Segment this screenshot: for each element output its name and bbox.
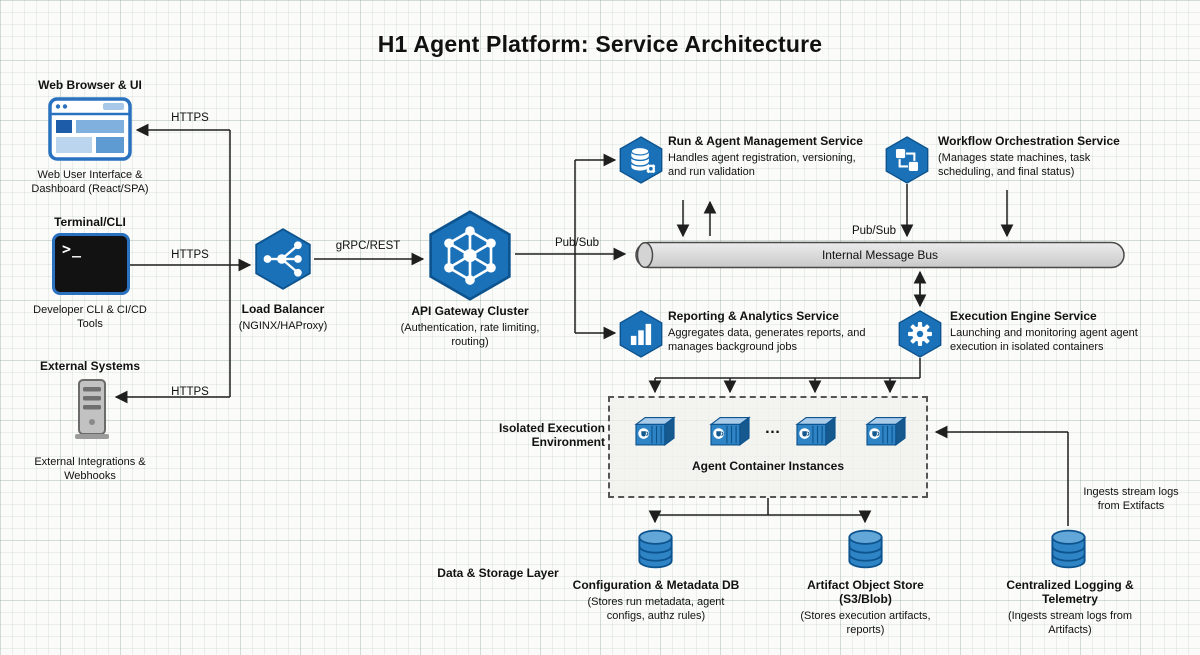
central-logging-icon (1051, 529, 1086, 569)
load-balancer-label: Load Balancer (NGINX/HAProxy) (213, 302, 353, 333)
run-agent-service-label: Run & Agent Management Service Handles a… (668, 134, 888, 180)
isolated-execution-label: Isolated Execution Environment (498, 421, 605, 450)
workflow-service-desc: (Manages state machines, task scheduling… (938, 151, 1091, 179)
run-agent-service-icon (619, 136, 663, 184)
run-agent-service-desc: Handles agent registration, versioning, … (668, 151, 856, 179)
workflow-service-name: Workflow Orchestration Service (938, 134, 1120, 148)
run-agent-service-name: Run & Agent Management Service (668, 134, 863, 148)
edge-label-grpc-rest: gRPC/REST (335, 240, 401, 252)
config-db-name: Configuration & Metadata DB (572, 578, 740, 592)
edge-label-https-web: HTTPS (171, 112, 209, 124)
reporting-service-name: Reporting & Analytics Service (668, 309, 839, 323)
container-icon (795, 416, 837, 447)
terminal-prompt: >_ (62, 240, 83, 258)
message-bus-cylinder (635, 241, 1125, 269)
ingest-logs-note: Ingests stream logs from Extifacts (1083, 486, 1179, 512)
server-icon (75, 379, 109, 439)
execution-engine-desc: Launching and monitoring agent agent exe… (950, 326, 1138, 354)
terminal-label: Terminal/CLI (54, 215, 126, 229)
message-bus-label: Internal Message Bus (821, 248, 939, 262)
edge-label-https-cli: HTTPS (171, 249, 209, 261)
api-gateway-icon (429, 210, 511, 301)
workflow-service-label: Workflow Orchestration Service (Manages … (938, 134, 1160, 180)
load-balancer-sub: (NGINX/HAProxy) (238, 319, 328, 332)
load-balancer-name: Load Balancer (241, 302, 325, 316)
external-systems-caption: External Integrations & Webhooks (34, 456, 146, 482)
edge-label-pubsub-gateway: Pub/Sub (554, 237, 600, 249)
terminal-caption: Developer CLI & CI/CD Tools (33, 304, 147, 330)
reporting-service-desc: Aggregates data, generates reports, and … (668, 326, 866, 354)
container-ellipsis: … (764, 420, 782, 437)
config-db-label: Configuration & Metadata DB (Stores run … (570, 578, 742, 624)
load-balancer-icon (255, 228, 311, 290)
isolated-execution-box (608, 396, 928, 498)
edge-label-https-ext: HTTPS (171, 386, 209, 398)
container-icon (865, 416, 907, 447)
browser-icon (48, 97, 132, 161)
artifact-store-desc: (Stores execution artifacts, reports) (800, 609, 931, 637)
diagram-title: H1 Agent Platform: Service Architecture (377, 31, 823, 58)
reporting-service-label: Reporting & Analytics Service Aggregates… (668, 309, 878, 355)
central-logging-name: Centralized Logging & Telemetry (1006, 578, 1134, 606)
reporting-service-icon (619, 310, 663, 358)
data-storage-layer-label: Data & Storage Layer (437, 566, 559, 580)
api-gateway-sub: (Authentication, rate limiting, routing) (400, 321, 540, 349)
artifact-store-name: Artifact Object Store (S3/Blob) (807, 578, 924, 606)
api-gateway-name: API Gateway Cluster (411, 304, 529, 318)
agent-container-instances-label: Agent Container Instances (691, 459, 845, 473)
artifact-store-label: Artifact Object Store (S3/Blob) (Stores … (783, 578, 948, 638)
execution-engine-label: Execution Engine Service Launching and m… (950, 309, 1178, 355)
config-db-desc: (Stores run metadata, agent configs, aut… (587, 595, 725, 623)
edge-label-pubsub-bus: Pub/Sub (851, 225, 897, 237)
terminal-icon: >_ (52, 233, 130, 295)
artifact-store-icon (848, 529, 883, 569)
config-db-icon (638, 529, 673, 569)
execution-engine-icon (898, 310, 942, 358)
workflow-service-icon (885, 136, 929, 184)
container-icon (709, 416, 751, 447)
web-browser-label: Web Browser & UI (38, 78, 142, 92)
execution-engine-name: Execution Engine Service (950, 309, 1097, 323)
internal-message-bus: Internal Message Bus (628, 241, 1132, 269)
web-browser-caption: Web User Interface & Dashboard (React/SP… (31, 169, 149, 195)
central-logging-label: Centralized Logging & Telemetry (Ingests… (988, 578, 1152, 638)
container-icon (634, 416, 676, 447)
central-logging-desc: (Ingests stream logs from Artifacts) (1007, 609, 1133, 637)
api-gateway-label: API Gateway Cluster (Authentication, rat… (390, 304, 550, 350)
external-systems-label: External Systems (39, 359, 141, 373)
